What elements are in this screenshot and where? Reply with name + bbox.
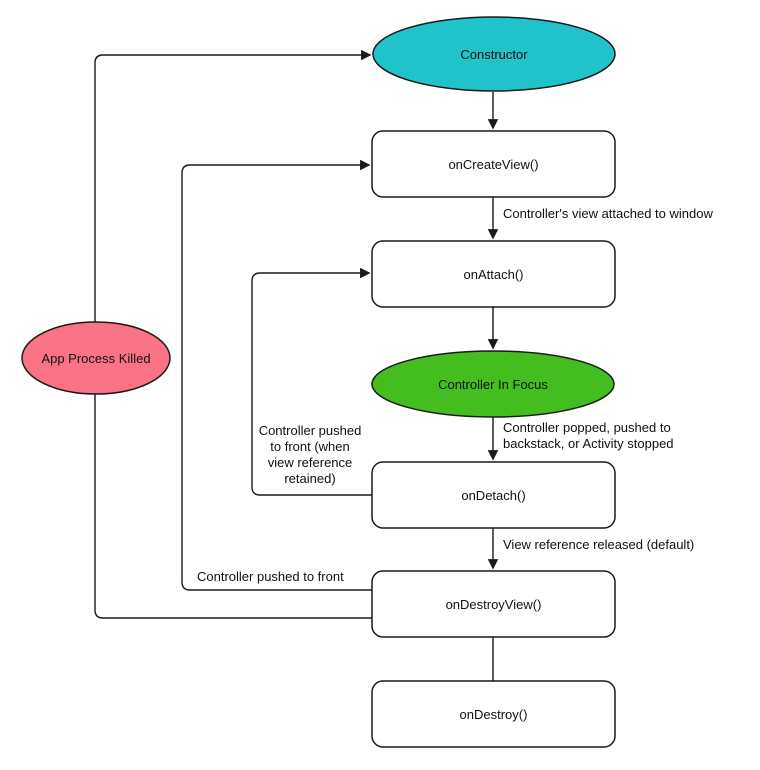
ondestroy-box (371, 680, 616, 748)
controller-in-focus-ellipse (371, 350, 615, 418)
edge-killed-to-constructor (94, 49, 372, 323)
edge-ondestroyview-to-killed (94, 394, 372, 619)
ondetach-box (371, 461, 616, 529)
onattach-box (371, 240, 616, 308)
constructor-ellipse (372, 16, 616, 92)
edge-ondetach-to-onattach-loop (251, 267, 372, 496)
oncreateview-box (371, 130, 616, 198)
edge-ondestroyview-to-oncreateview-loop (181, 159, 372, 591)
app-process-killed-ellipse (21, 321, 171, 395)
ondestroyview-box (371, 570, 616, 638)
